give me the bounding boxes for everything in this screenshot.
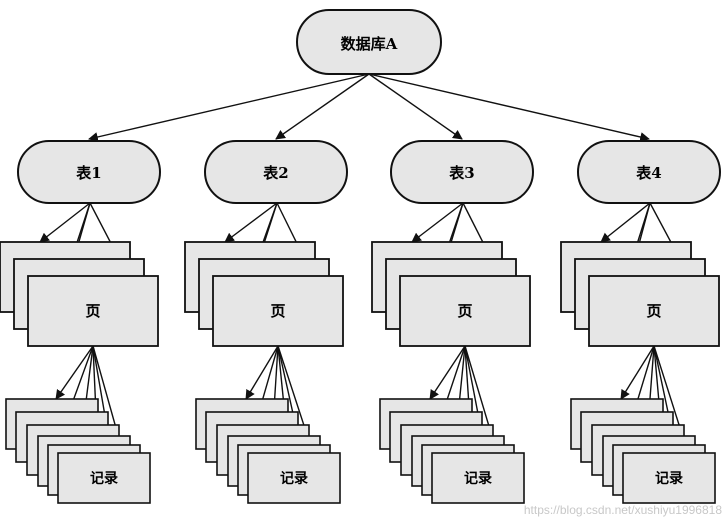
arrow-root-to-table-1 — [88, 73, 370, 142]
page-box — [212, 275, 344, 347]
record-box — [622, 452, 716, 504]
arrow-page-to-record — [55, 345, 94, 400]
record-label: 记录 — [655, 471, 683, 487]
page-box — [27, 275, 159, 347]
record-stack-3: 记录 — [379, 398, 525, 504]
table-label: 表1 — [76, 164, 101, 182]
table-label: 表3 — [449, 164, 474, 182]
table-node-2: 表2 — [204, 140, 348, 204]
arrow-table-to-page — [600, 202, 651, 243]
table-column-2: 表2 页记录 — [184, 140, 348, 504]
arrow-root-to-table-3 — [368, 73, 463, 140]
table-column-3: 表3 页记录 — [371, 140, 534, 504]
database-label: 数据库A — [341, 35, 398, 53]
arrow-page-to-record — [245, 345, 279, 400]
arrow-table-to-page — [224, 202, 278, 243]
record-label: 记录 — [280, 471, 308, 487]
watermark-text: https://blog.csdn.net/xushiyu1996818 — [524, 503, 722, 517]
page-stack-2: 页 — [184, 241, 344, 347]
table-node-3: 表3 — [390, 140, 534, 204]
page-stack-4: 页 — [560, 241, 720, 347]
table-columns: 表1 页记录 表2 页记录 表3 页记录 表4 页记录 — [0, 140, 721, 504]
page-label: 页 — [85, 302, 100, 320]
record-stack-4: 记录 — [570, 398, 716, 504]
record-stack-1: 记录 — [5, 398, 151, 504]
record-stack-2: 记录 — [195, 398, 341, 504]
table-node-4: 表4 — [577, 140, 721, 204]
database-node: 数据库A — [296, 9, 442, 75]
arrow-root-to-table-2 — [275, 73, 370, 140]
table-label: 表2 — [263, 164, 288, 182]
record-box — [57, 452, 151, 504]
record-label: 记录 — [464, 471, 492, 487]
table-column-1: 表1 页记录 — [0, 140, 161, 504]
table-node-1: 表1 — [17, 140, 161, 204]
arrow-root-to-table-4 — [368, 73, 650, 142]
table-column-4: 表4 页记录 — [560, 140, 721, 504]
arrow-page-to-record — [620, 345, 655, 400]
page-box — [588, 275, 720, 347]
table-label: 表4 — [636, 164, 661, 182]
page-label: 页 — [457, 302, 472, 320]
arrow-table-to-page — [411, 202, 464, 243]
page-label: 页 — [270, 302, 285, 320]
arrow-page-to-record — [429, 345, 466, 400]
record-label: 记录 — [90, 471, 118, 487]
page-box — [399, 275, 531, 347]
record-box — [431, 452, 525, 504]
record-box — [247, 452, 341, 504]
arrow-table-to-page — [39, 202, 91, 243]
page-stack-3: 页 — [371, 241, 531, 347]
page-stack-1: 页 — [0, 241, 159, 347]
page-label: 页 — [646, 302, 661, 320]
